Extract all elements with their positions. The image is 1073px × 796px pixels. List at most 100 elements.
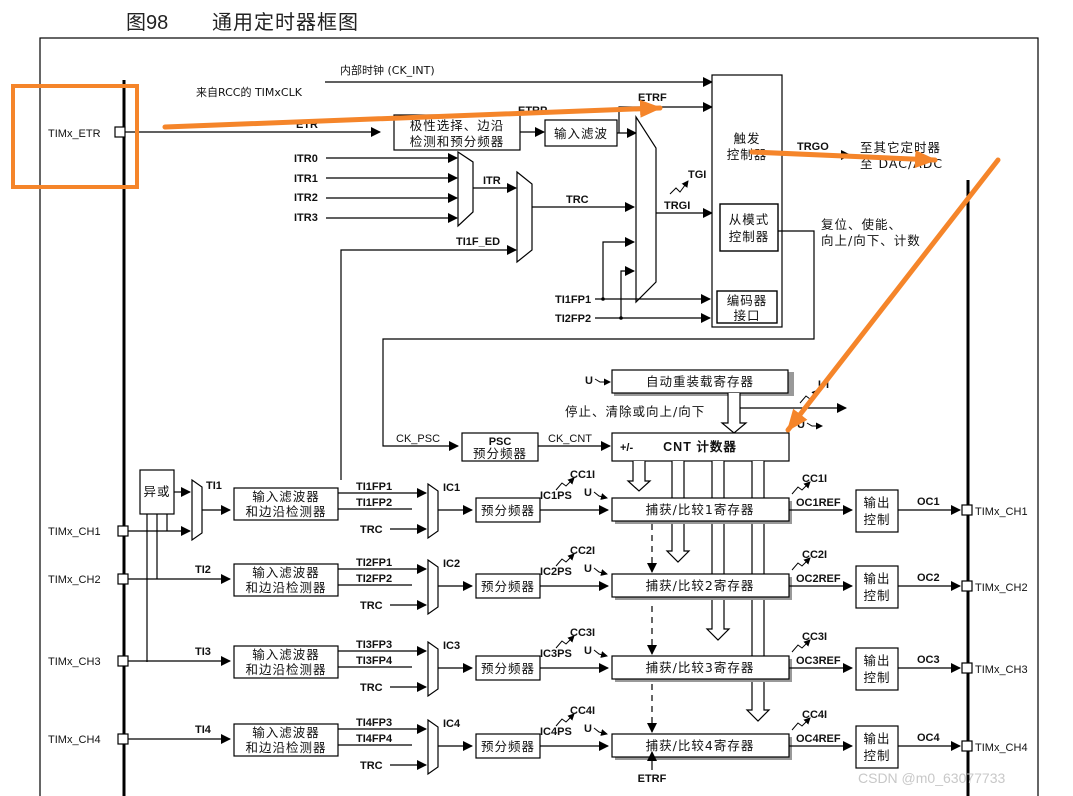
input-pin-ch1[interactable] xyxy=(117,525,129,537)
ti2fp2-label: TI2FP2 xyxy=(555,313,591,325)
fp-b-label-ch2: TI2FP2 xyxy=(356,573,392,585)
watermark: CSDN @m0_63077733 xyxy=(858,770,1006,786)
input-pin-ch4[interactable] xyxy=(117,733,129,745)
etr-highlight-box xyxy=(11,84,139,189)
ti1fp1-label: TI1FP1 xyxy=(555,294,591,306)
ic-prescaler-ch3 xyxy=(475,655,541,681)
cnt-path-arrow xyxy=(785,157,1001,433)
oc-label-ch2: OC2 xyxy=(917,572,940,584)
trc-label-ch2: TRC xyxy=(360,600,383,612)
ccr-label-ch1: 捕获/比较1寄存器 xyxy=(646,502,755,517)
ti1f-ed-label: TI1F_ED xyxy=(456,236,500,248)
output-pin-ch1[interactable] xyxy=(961,504,973,516)
output-ctrl-line2: 控制 xyxy=(863,588,890,603)
output-pin-label-ch4: TIMx_CH4 xyxy=(975,742,1028,754)
etr-filter-label: 输入滤波 xyxy=(554,126,608,141)
itr0-label: ITR0 xyxy=(294,153,318,165)
output-ctrl-line2: 控制 xyxy=(863,512,890,527)
prescaler-label: 预分频器 xyxy=(481,503,535,518)
output-ctrl-line1: 输出 xyxy=(863,495,890,510)
output-pin-ch3[interactable] xyxy=(961,662,973,674)
itr-mux xyxy=(457,150,474,228)
cci-out-label-ch3: CC3I xyxy=(802,631,827,643)
tgi-interrupt-icon xyxy=(669,180,689,195)
cci-out-label-ch4: CC4I xyxy=(802,709,827,721)
capture-compare-channels: TIMx_CH1TI1输入滤波器和边沿检测器TI1FP1TI1FP2TRCIC1… xyxy=(48,469,1028,785)
prescaler-label: 预分频器 xyxy=(481,661,535,676)
trgo-dest-line1: 至其它定时器 xyxy=(860,140,941,155)
ti-label-ch1: TI1 xyxy=(206,480,222,492)
etr-pin-label: TIMx_ETR xyxy=(48,128,101,140)
polarity-box-line2: 检测和预分频器 xyxy=(410,134,505,149)
prescaler-label: 预分频器 xyxy=(481,739,535,754)
trc-mux xyxy=(516,170,533,264)
ocref-label-ch3: OC3REF xyxy=(796,655,841,667)
u-label: U xyxy=(584,723,592,735)
cnt-label: CNT 计数器 xyxy=(663,439,737,454)
oc-label-ch3: OC3 xyxy=(917,654,940,666)
input-pin-label-ch2: TIMx_CH2 xyxy=(48,574,101,586)
ic-mux-ch4 xyxy=(427,718,439,776)
oc-label-ch4: OC4 xyxy=(917,732,941,744)
etr-path-arrow xyxy=(162,99,663,130)
trc-label-ch4: TRC xyxy=(360,760,383,772)
ic-label-ch3: IC3 xyxy=(443,640,460,652)
etrf-label: ETRF xyxy=(638,92,667,104)
fp-b-label-ch1: TI1FP2 xyxy=(356,497,392,509)
icps-label-ch2: IC2PS xyxy=(540,566,572,578)
cci-in-label-ch3: CC3I xyxy=(570,627,595,639)
trgo-label: TRGO xyxy=(797,141,829,153)
etr-pin[interactable] xyxy=(114,126,126,138)
input-filter-line1: 输入滤波器 xyxy=(252,489,320,504)
input-filter-line2: 和边沿检测器 xyxy=(245,580,326,595)
ic-mux-ch1 xyxy=(427,482,439,540)
diagram-frame xyxy=(39,37,1039,796)
input-filter-ch2 xyxy=(233,563,339,597)
input-pin-label-ch3: TIMx_CH3 xyxy=(48,656,101,668)
arr-label: 自动重装载寄存器 xyxy=(646,374,754,389)
ti1f-ed-wire xyxy=(340,245,517,480)
slave-ctrl-line2: 控制器 xyxy=(729,229,770,244)
annotations xyxy=(11,84,1001,433)
etrf-bottom-label: ETRF xyxy=(638,773,667,785)
slave-mode-clock-path xyxy=(382,230,815,451)
cci-out-label-ch1: CC1I xyxy=(802,473,827,485)
itr1-label: ITR1 xyxy=(294,173,318,185)
input-filter-line2: 和边沿检测器 xyxy=(245,504,326,519)
ic-label-ch4: IC4 xyxy=(443,718,461,730)
slave-actions-line1: 复位、使能、 xyxy=(821,217,902,232)
output-pin-ch4[interactable] xyxy=(961,740,973,752)
trigger-ctrl-line1: 触发 xyxy=(733,131,760,146)
input-filter-line1: 输入滤波器 xyxy=(252,647,320,662)
output-pin-ch2[interactable] xyxy=(961,580,973,592)
tgi-label: TGI xyxy=(688,169,706,181)
oc-label-ch1: OC1 xyxy=(917,496,940,508)
trc-label-ch3: TRC xyxy=(360,682,383,694)
input-pin-ch2[interactable] xyxy=(117,573,129,585)
output-pin-label-ch3: TIMx_CH3 xyxy=(975,664,1028,676)
input-filter-line2: 和边沿检测器 xyxy=(245,740,326,755)
output-control-ch1 xyxy=(855,489,899,533)
ocref-label-ch4: OC4REF xyxy=(796,733,841,745)
figure-title: 通用定时器框图 xyxy=(212,10,359,34)
internal-clock-label: 内部时钟 (CK_INT) xyxy=(340,63,435,77)
output-ctrl-line1: 输出 xyxy=(863,653,890,668)
stop-clear-label: 停止、清除或向上/向下 xyxy=(565,404,705,419)
encoder-line1: 编码器 xyxy=(727,293,768,308)
polarity-box-line1: 极性选择、边沿 xyxy=(410,118,505,133)
input-pin-ch3[interactable] xyxy=(117,655,129,667)
fp-a-label-ch1: TI1FP1 xyxy=(356,481,392,493)
input-filter-line1: 输入滤波器 xyxy=(252,725,320,740)
slave-mode-controller xyxy=(719,203,779,252)
ccr-label-ch4: 捕获/比较4寄存器 xyxy=(646,738,755,753)
output-ctrl-line2: 控制 xyxy=(863,670,890,685)
ti1-select-mux xyxy=(191,478,203,542)
figure-number: 图98 xyxy=(126,12,169,34)
icps-label-ch4: IC4PS xyxy=(540,726,572,738)
cci-out-label-ch2: CC2I xyxy=(802,549,827,561)
slave-actions-line2: 向上/向下、计数 xyxy=(821,233,921,248)
encoder-line2: 接口 xyxy=(733,308,760,323)
output-control-ch3 xyxy=(855,647,899,691)
